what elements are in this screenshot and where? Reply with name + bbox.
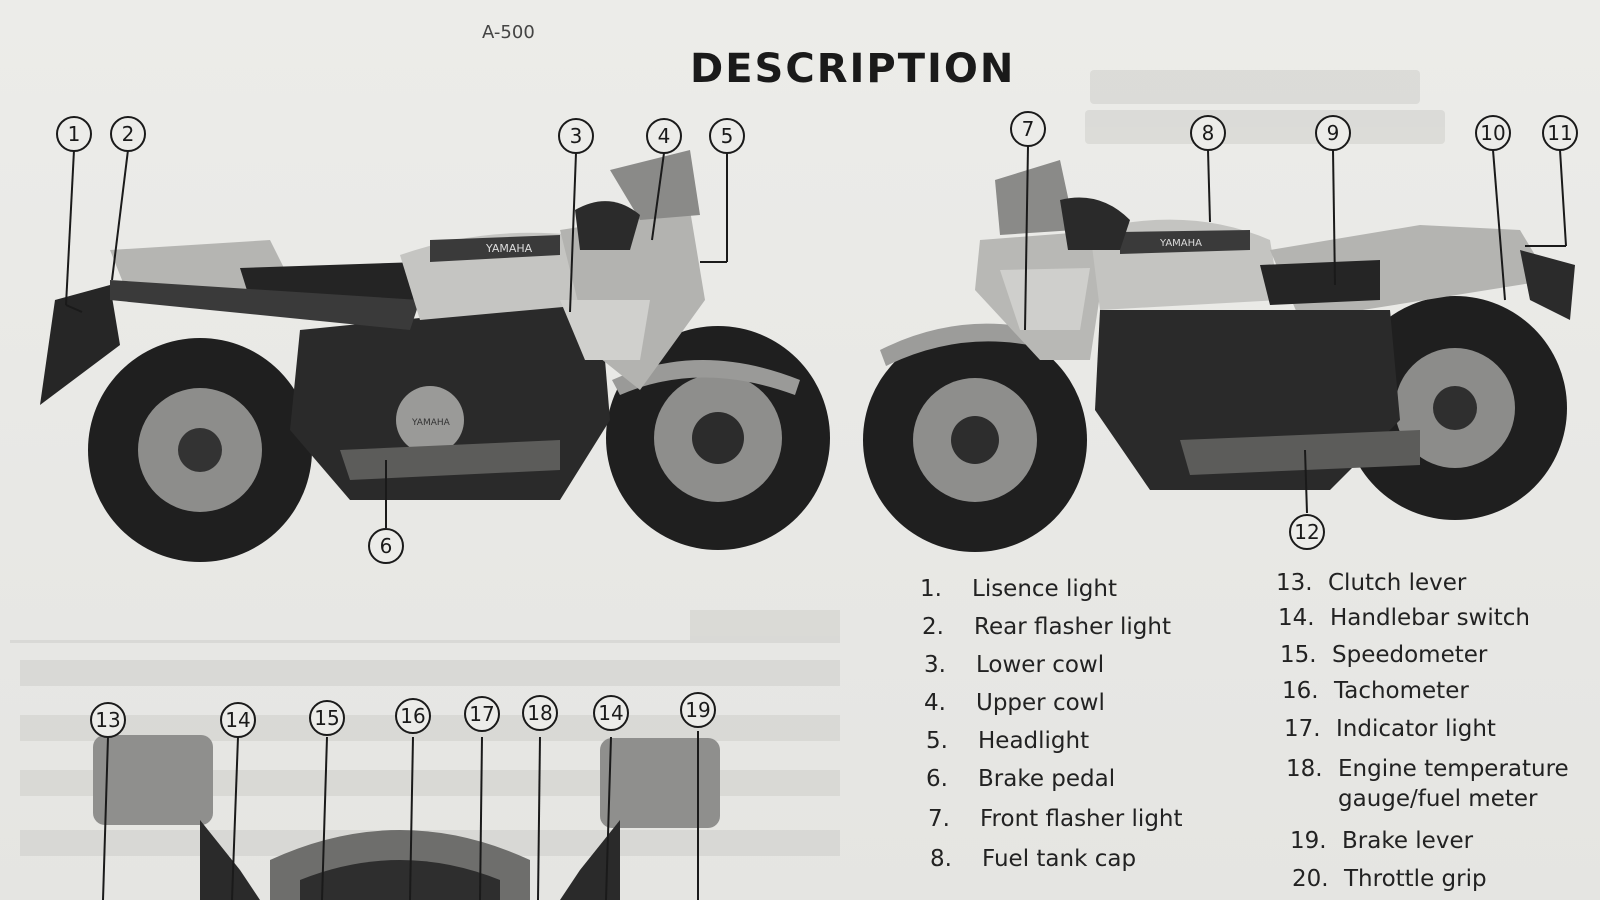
callout-15: 15 xyxy=(309,700,345,736)
svg-text:11: 11 xyxy=(1547,121,1572,145)
callout-14a: 14 xyxy=(220,702,256,738)
callout-18: 18 xyxy=(522,695,558,731)
list-item: 6.Brake pedal xyxy=(926,766,1116,792)
callout-12: 12 xyxy=(1289,514,1325,550)
list-item: 3.Lower cowl xyxy=(924,652,1105,678)
svg-text:17: 17 xyxy=(469,702,494,726)
svg-text:12: 12 xyxy=(1294,520,1319,544)
list-item: 14.Handlebar switch xyxy=(1278,605,1530,631)
callout-7: 7 xyxy=(1010,111,1046,147)
page-code: A-500 xyxy=(482,22,535,43)
callout-9: 9 xyxy=(1315,115,1351,151)
svg-text:14: 14 xyxy=(598,701,623,725)
svg-text:2: 2 xyxy=(122,122,135,146)
callout-10: 10 xyxy=(1475,115,1511,151)
list-item: 8.Fuel tank cap xyxy=(930,846,1137,872)
right-side-view-bike: YAMAHA xyxy=(863,160,1575,552)
list-item: 15.Speedometer xyxy=(1280,642,1488,668)
list-item: 13.Clutch lever xyxy=(1276,570,1467,596)
page-title: DESCRIPTION xyxy=(690,46,1016,92)
list-item-continuation: gauge/fuel meter xyxy=(1338,786,1538,812)
callout-13: 13 xyxy=(90,702,126,738)
svg-text:7: 7 xyxy=(1022,117,1035,141)
callout-2: 2 xyxy=(110,116,146,152)
svg-text:3: 3 xyxy=(570,124,583,148)
engine-badge: YAMAHA xyxy=(411,418,451,428)
handlebar-view xyxy=(93,735,720,900)
list-item: 4.Upper cowl xyxy=(924,690,1105,716)
callout-17: 17 xyxy=(464,696,500,732)
right-tank-brand: YAMAHA xyxy=(1159,238,1202,249)
svg-text:15: 15 xyxy=(314,706,339,730)
svg-text:4: 4 xyxy=(658,124,671,148)
callout-19: 19 xyxy=(680,692,716,728)
list-item: 17.Indicator light xyxy=(1284,716,1496,742)
callout-6: 6 xyxy=(368,528,404,564)
left-side-view-bike: YAMAHA YAMAHA xyxy=(40,150,830,562)
list-item: 16.Tachometer xyxy=(1282,678,1469,704)
callout-8: 8 xyxy=(1190,115,1226,151)
svg-text:9: 9 xyxy=(1327,121,1340,145)
leader-lines xyxy=(65,145,1567,900)
callout-11: 11 xyxy=(1542,115,1578,151)
svg-text:1: 1 xyxy=(68,122,81,146)
svg-text:16: 16 xyxy=(400,704,425,728)
svg-text:19: 19 xyxy=(685,698,710,722)
list-item: 2.Rear flasher light xyxy=(922,614,1171,640)
list-item: 5.Headlight xyxy=(926,728,1090,754)
svg-text:18: 18 xyxy=(527,701,552,725)
tank-brand: YAMAHA xyxy=(485,242,533,255)
svg-text:5: 5 xyxy=(721,124,734,148)
callout-3: 3 xyxy=(558,118,594,154)
callout-markers: 1 2 3 4 5 6 7 8 9 10 11 12 13 14 15 16 1… xyxy=(56,111,1578,738)
svg-text:13: 13 xyxy=(95,708,120,732)
callout-4: 4 xyxy=(646,118,682,154)
list-item: 20.Throttle grip xyxy=(1292,866,1487,892)
callout-16: 16 xyxy=(395,698,431,734)
svg-text:8: 8 xyxy=(1202,121,1215,145)
svg-text:14: 14 xyxy=(225,708,250,732)
callout-5: 5 xyxy=(709,118,745,154)
svg-text:10: 10 xyxy=(1480,121,1505,145)
callout-14b: 14 xyxy=(593,695,629,731)
callout-1: 1 xyxy=(56,116,92,152)
svg-text:6: 6 xyxy=(380,534,393,558)
list-item: 19.Brake lever xyxy=(1290,828,1474,854)
list-item: 1.Lisence light xyxy=(920,576,1117,602)
list-item: 7.Front flasher light xyxy=(928,806,1183,832)
